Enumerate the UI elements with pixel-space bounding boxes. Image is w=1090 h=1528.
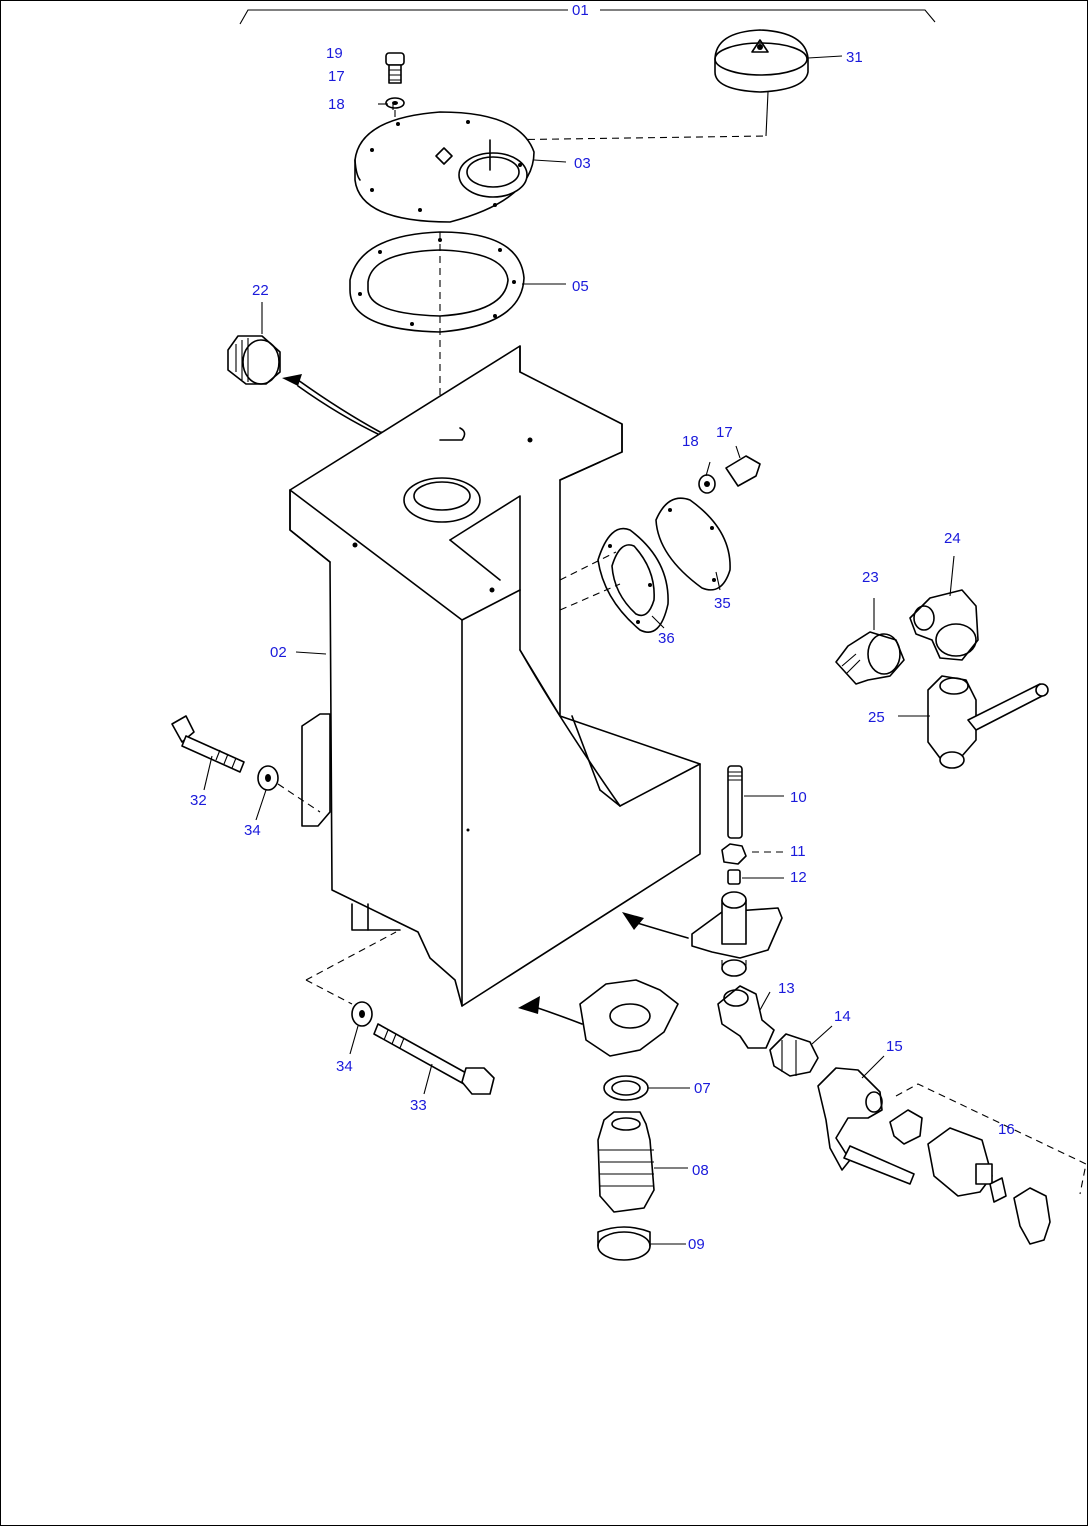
label-34-bottom: 34 (336, 1058, 353, 1075)
label-09: 09 (688, 1236, 705, 1253)
valve (817, 1067, 915, 1185)
label-31: 31 (846, 49, 863, 66)
label-18-side: 18 (682, 433, 699, 450)
label-07: 07 (694, 1080, 711, 1097)
label-35: 35 (714, 595, 731, 612)
washer-bottom (351, 1001, 373, 1027)
bolt-side (698, 455, 761, 494)
label-19: 19 (326, 45, 343, 62)
cover-plate (354, 111, 535, 223)
callout-labels: 01 19 17 18 31 03 05 22 18 17 24 23 35 3… (190, 2, 1015, 1253)
label-24: 24 (944, 530, 961, 547)
cap-screw-top (385, 52, 405, 109)
label-15: 15 (886, 1038, 903, 1055)
label-17-top: 17 (328, 68, 345, 85)
label-25: 25 (868, 709, 885, 726)
label-02: 02 (270, 644, 287, 661)
label-36: 36 (658, 630, 675, 647)
elbow (717, 985, 775, 1049)
label-22: 22 (252, 282, 269, 299)
drain-block (579, 979, 679, 1057)
side-cover (655, 497, 731, 591)
bolt-left (171, 715, 245, 773)
spacer (727, 869, 741, 885)
fitting-24 (909, 589, 979, 661)
gasket-ring (349, 231, 525, 333)
label-03: 03 (574, 155, 591, 172)
label-16: 16 (998, 1121, 1015, 1138)
label-12: 12 (790, 869, 807, 886)
label-10: 10 (790, 789, 807, 806)
nut-ring (597, 1226, 651, 1261)
label-33: 33 (410, 1097, 427, 1114)
plug (227, 335, 281, 385)
filler-cap (714, 29, 809, 93)
label-01: 01 (572, 2, 589, 19)
label-17-side: 17 (716, 424, 733, 441)
group-bracket (239, 9, 936, 25)
label-08: 08 (692, 1162, 709, 1179)
label-14: 14 (834, 1008, 851, 1025)
ball-valve (927, 675, 1049, 769)
label-32: 32 (190, 792, 207, 809)
fitting-23 (835, 631, 905, 685)
sensor-group (889, 1083, 1087, 1245)
label-34-left: 34 (244, 822, 261, 839)
adapter (769, 1033, 819, 1077)
label-18-top: 18 (328, 96, 345, 113)
seal-ring (603, 1075, 649, 1101)
label-05: 05 (572, 278, 589, 295)
filter (597, 1111, 655, 1213)
washer-left (257, 765, 279, 791)
suction-flange (691, 891, 783, 977)
nut (721, 843, 747, 865)
rod (727, 765, 743, 839)
hydraulic-tank (289, 345, 701, 1007)
label-23: 23 (862, 569, 879, 586)
label-11: 11 (790, 843, 806, 860)
label-13: 13 (778, 980, 795, 997)
bolt-bottom (373, 1023, 495, 1095)
side-gasket (597, 527, 669, 633)
